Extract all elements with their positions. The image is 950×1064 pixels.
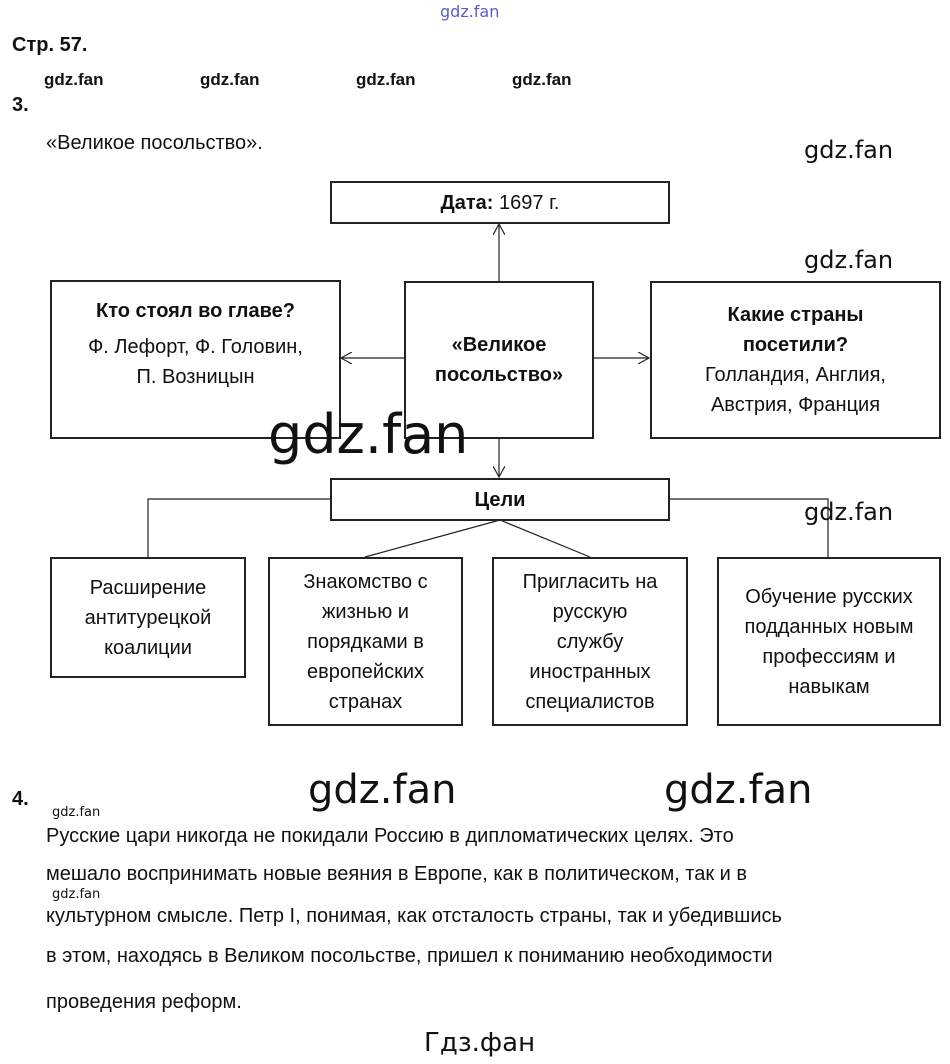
diagram-title: «Великое посольство». xyxy=(46,132,263,154)
goal-line: специалистов xyxy=(525,690,655,713)
watermark: gdz.fan xyxy=(52,805,101,820)
page-number: Стр. 57. xyxy=(12,34,88,56)
goal-box: Пригласить на русскую службу иностранных… xyxy=(492,557,688,726)
leaders-question: Кто стоял во главе? xyxy=(96,300,295,322)
goal-line: навыкам xyxy=(788,675,870,698)
leaders-answer: П. Возницын xyxy=(136,366,255,388)
goal-line: странах xyxy=(328,690,403,713)
watermark: gdz.fan xyxy=(804,136,894,164)
goal-line: русскую xyxy=(552,600,628,623)
leaders-answer: Ф. Лефорт, Ф. Головин, xyxy=(88,336,303,358)
goal-line: Обучение русских xyxy=(745,585,913,608)
task-number-3: 3. xyxy=(12,94,29,116)
answer-line: Русские цари никогда не покидали Россию … xyxy=(46,825,734,847)
goal-line: Пригласить на xyxy=(522,570,658,593)
countries-answer: Австрия, Франция xyxy=(710,394,881,416)
goal-line: иностранных xyxy=(529,660,651,683)
goal-line: службу xyxy=(556,630,624,653)
watermark: gdz.fan xyxy=(52,887,101,902)
date-label: Дата: xyxy=(440,191,494,214)
goal-box: Расширение антитурецкой коалиции xyxy=(50,557,246,678)
date-value: 1697 г. xyxy=(499,191,560,214)
goal-line: антитурецкой xyxy=(84,606,212,629)
goal-line: европейских xyxy=(306,660,425,683)
footer-watermark: Гдз.фан xyxy=(424,1028,536,1058)
watermark: gdz.fan xyxy=(356,70,416,89)
answer-line: культурном смысле. Петр I, понимая, как … xyxy=(46,905,782,927)
goal-line: профессиям и xyxy=(762,645,896,668)
watermark: gdz.fan xyxy=(804,498,894,526)
goal-line: Расширение xyxy=(89,576,207,599)
countries-answer: Голландия, Англия, xyxy=(705,364,886,386)
task-number-4: 4. xyxy=(12,788,29,810)
goal-line: порядками в xyxy=(307,630,424,653)
watermark: gdz.fan xyxy=(804,246,894,274)
goals-box: Цели xyxy=(330,478,670,521)
goal-line: жизнью и xyxy=(322,600,409,623)
goals-label: Цели xyxy=(474,488,526,511)
watermark: gdz.fan xyxy=(268,403,469,466)
watermark: gdz.fan xyxy=(512,70,572,89)
answer-line: проведения реформ. xyxy=(46,991,242,1013)
goal-line: Знакомство с xyxy=(303,570,428,593)
center-line: «Великое xyxy=(451,334,547,356)
date-box: Дата: 1697 г. xyxy=(330,181,670,224)
goal-box: Знакомство с жизнью и порядками в европе… xyxy=(268,557,463,726)
watermark: gdz.fan xyxy=(440,2,500,21)
goal-box: Обучение русских подданных новым професс… xyxy=(717,557,941,726)
leaders-box: Кто стоял во главе? Ф. Лефорт, Ф. Голови… xyxy=(50,280,341,439)
answer-line: мешало воспринимать новые веяния в Европ… xyxy=(46,863,748,885)
watermark: gdz.fan xyxy=(200,70,260,89)
goal-line: подданных новым xyxy=(744,615,914,638)
watermark: gdz.fan xyxy=(664,767,813,813)
answer-line: в этом, находясь в Великом посольстве, п… xyxy=(46,945,773,967)
watermark: gdz.fan xyxy=(44,70,104,89)
countries-question: Какие страны xyxy=(727,304,864,326)
watermark: gdz.fan xyxy=(308,767,457,813)
countries-question: посетили? xyxy=(742,334,849,356)
center-box: «Великое посольство» xyxy=(404,281,594,439)
goal-line: коалиции xyxy=(104,636,192,659)
countries-box: Какие страны посетили? Голландия, Англия… xyxy=(650,281,941,439)
center-line: посольство» xyxy=(434,364,564,386)
